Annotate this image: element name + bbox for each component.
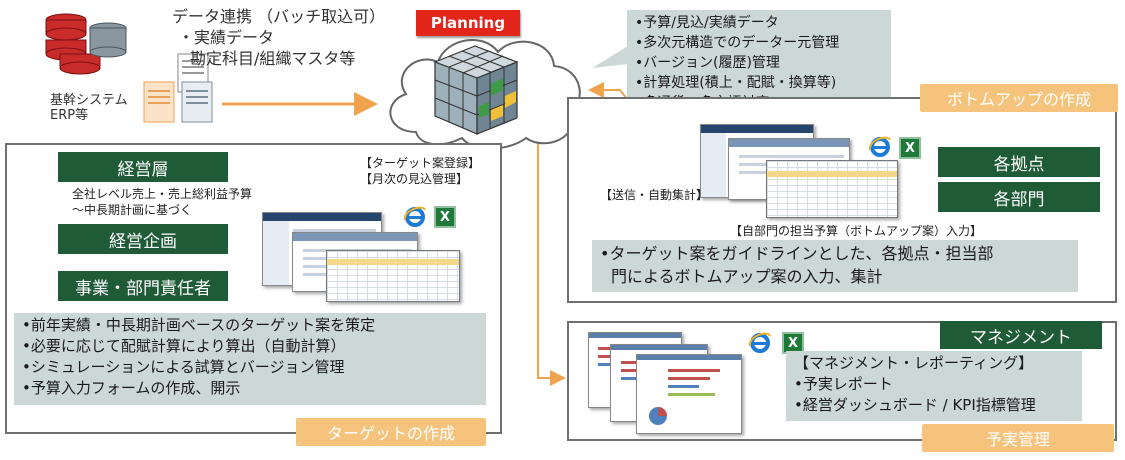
role-department-head-label: 事業・部門責任者 [75,278,211,299]
planning-to-management-arrow [537,128,566,386]
planning-label: Planning [416,10,520,36]
register-line1: 【ターゲット案登録】 [360,156,481,170]
executive-note-line2: ～中長期計画に基づく [72,203,193,217]
bottomup-dept-button: 各部門 [938,182,1100,212]
erp-label-line2: ERP等 [50,108,89,123]
excel-icon: X [899,137,921,159]
management-header-label: マネジメント [970,327,1072,348]
bottomup-tag-label: ボトムアップの作成 [946,90,1091,109]
ie-icon [868,136,891,157]
bottomup-site-button: 各拠点 [938,147,1100,177]
role-corporate-planning: 経営企画 [58,224,228,254]
target-tag-label: ターゲットの作成 [326,424,455,443]
database-icon [45,13,127,75]
data-link-item1: ・実績データ [178,28,275,47]
role-department-head: 事業・部門責任者 [58,271,228,301]
management-tag: 予実管理 [922,424,1114,452]
target-bullet: •必要に応じて配賦計算により算出（自動計算） [22,337,346,355]
feature-item: •多次元構造でのデーター元管理 [635,35,840,51]
callout-pointer [592,46,628,68]
feature-item: •予算/見込/実績データ [635,15,779,31]
target-bullets-box: •前年実績・中長期計画ベースのターゲット案を策定 •必要に応じて配賦計算により算… [14,313,486,405]
management-header: マネジメント [940,321,1102,349]
management-item: •経営ダッシュボード / KPI指標管理 [794,396,1036,414]
planning-label-text: Planning [430,14,506,32]
ie-icon [748,332,771,353]
target-bullet: •予算入力フォームの作成、開示 [22,379,241,397]
feature-item: •バージョン(履歴)管理 [635,55,780,71]
documents-icon [143,53,213,123]
bottomup-site-label: 各拠点 [993,154,1045,175]
ie-icon [403,206,426,227]
target-bullet: •前年実績・中長期計画ベースのターゲット案を策定 [22,316,376,334]
bottomup-spreadsheet-thumbnail [766,160,898,218]
excel-icon: X [434,206,456,228]
erp-label: 基幹システム ERP等 [50,93,128,123]
send-aggregate-label: 【送信・自動集計】 [600,188,709,202]
data-link-item2: 勘定科目/組織マスタ等 [190,49,356,68]
bottomup-bullet-line2: 門によるボトムアップ案の入力、集計 [611,267,883,286]
data-link-text: データ連携 （バッチ取込可） ・実績データ 勘定科目/組織マスタ等 [172,6,385,69]
target-tag: ターゲットの作成 [296,418,486,446]
target-register-label: 【ターゲット案登録】 【月次の見込管理】 [360,155,480,187]
excel-icon: X [782,332,804,354]
management-report-title: 【マネジメント・レポーティング】 [794,354,1034,372]
kpi-report-thumbnail [636,354,742,434]
register-line2: 【月次の見込管理】 [360,172,469,186]
bottomup-dept-label: 各部門 [993,189,1045,210]
management-item: •予実レポート [794,375,893,393]
erp-label-line1: 基幹システム [50,93,128,108]
role-executive-label: 経営層 [117,159,169,180]
data-link-title: データ連携 （バッチ取込可） [172,7,386,26]
target-bullet: •シミュレーションによる試算とバージョン管理 [22,358,345,376]
bottomup-bullet-line1: •ターゲット案をガイドラインとした、各拠点・担当部 [600,244,994,263]
management-box: 【マネジメント・レポーティング】 •予実レポート •経営ダッシュボード / KP… [786,351,1082,421]
role-corporate-planning-label: 経営企画 [109,231,177,252]
executive-note: 全社レベル売上・売上総利益予算 ～中長期計画に基づく [72,186,252,218]
management-tag-label: 予実管理 [985,430,1050,449]
cube-icon [433,45,519,135]
bottomup-bullets-box: •ターゲット案をガイドラインとした、各拠点・担当部 門によるボトムアップ案の入力… [592,240,1078,292]
executive-note-line1: 全社レベル売上・売上総利益予算 [72,187,253,201]
feature-item: •計算処理(積上・配賦・換算等) [635,75,837,91]
spreadsheet-thumbnail [326,250,460,302]
dept-input-label: 【自部門の担当予算（ボトムアップ案）入力】 [730,224,983,238]
bottomup-tag: ボトムアップの作成 [920,84,1118,112]
role-executive: 経営層 [58,152,228,182]
